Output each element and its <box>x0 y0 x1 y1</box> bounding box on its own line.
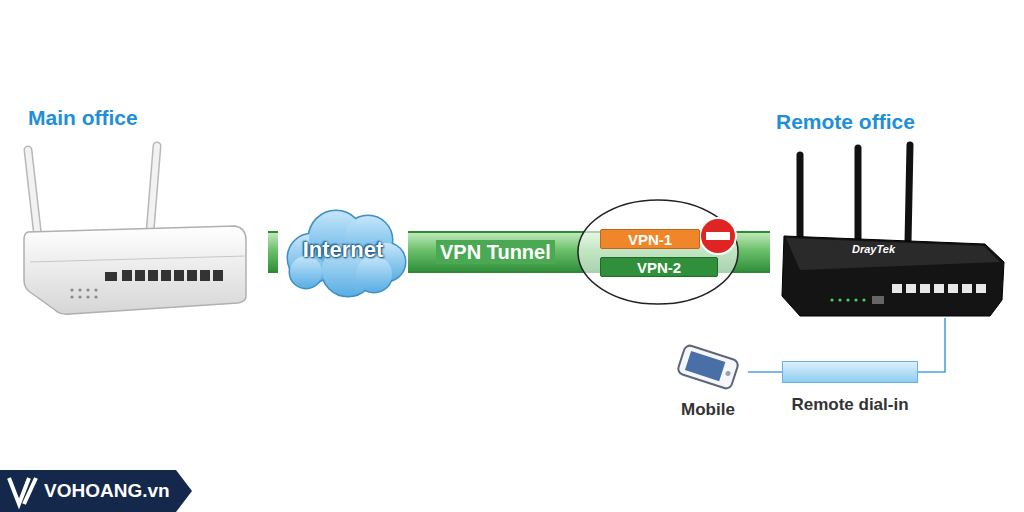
node-heading: Mobile <box>681 400 735 420</box>
dial-in-node: Remote dial-in <box>782 361 918 423</box>
edge-label: VPN Tunnel <box>436 240 555 264</box>
dial-in-line <box>918 318 945 372</box>
mobile-device: Mobile <box>668 340 748 424</box>
no-entry-sign <box>700 218 736 254</box>
node-heading: Main office <box>22 104 268 132</box>
dial-in-bar <box>782 361 918 383</box>
router-node: Main office <box>22 104 268 314</box>
internet-cloud: Internet <box>278 200 408 300</box>
watermark: VOHOANG.vn <box>44 479 170 503</box>
node-heading: Remote office <box>770 108 1024 136</box>
zoom-ellipse <box>578 200 738 304</box>
vpn-bar: VPN-2 <box>600 257 718 277</box>
brand-name: DrayTek <box>852 243 895 255</box>
node-label: Internet <box>303 237 384 263</box>
vpn-band <box>268 252 278 253</box>
node-heading: Remote dial-in <box>791 395 908 415</box>
remote-router <box>782 145 1004 316</box>
node-label: VPN-1 <box>628 231 672 248</box>
router-node: Remote office <box>770 108 1024 318</box>
phone-icon <box>668 340 748 394</box>
dial-in-line <box>748 372 782 373</box>
watermark-badge <box>0 470 192 512</box>
node-label: VPN-2 <box>637 259 681 276</box>
vpn-bar: VPN-1 <box>600 229 700 249</box>
main-router <box>24 146 246 314</box>
